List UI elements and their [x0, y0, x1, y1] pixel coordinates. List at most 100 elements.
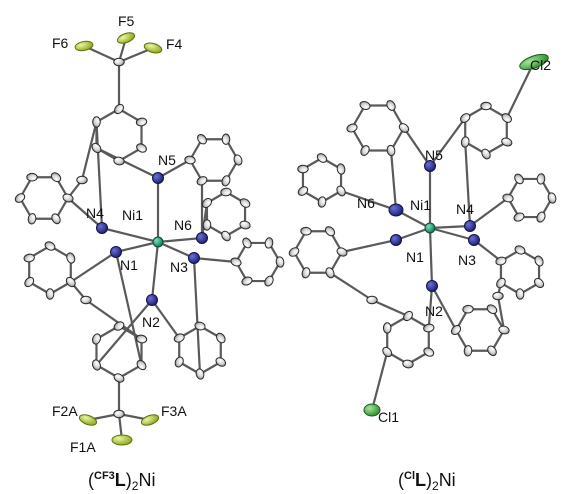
cf3-atom-c [135, 117, 148, 127]
cf3-atom-c [66, 252, 76, 264]
cf3-atom-c [197, 134, 207, 145]
cf3-bond [150, 298, 181, 340]
cf3-atom-n [110, 246, 122, 258]
label-N4: N4 [86, 205, 104, 221]
cf3-atom-f [74, 40, 94, 52]
caption-metal: Ni [439, 470, 456, 490]
cf3-atom-c [201, 197, 213, 209]
cf3-bond [95, 120, 104, 230]
cl-atom-c [463, 345, 473, 357]
cl-atom-c [336, 247, 348, 257]
cl-atom-c [495, 256, 507, 266]
cf3-atom-c [275, 256, 285, 268]
cl-atom-c [398, 123, 410, 133]
cf3-atom-c [221, 133, 231, 145]
label-N5: N5 [158, 152, 176, 168]
cl-atom-c [481, 148, 491, 160]
cf3-atom-c [136, 143, 147, 153]
cf3-atom-c [194, 321, 206, 331]
cl-atom-c [533, 277, 545, 289]
cl-atom-n [388, 203, 404, 217]
cf3-atom-c [239, 198, 251, 208]
label-N6: N6 [357, 195, 375, 211]
cl-atom-c [515, 288, 525, 300]
cl-atom-cl [363, 403, 381, 417]
label-Cl1: Cl1 [378, 409, 399, 425]
cf3-bond [192, 256, 238, 264]
cl-bond [468, 196, 510, 228]
cf3-atom-c [215, 332, 226, 344]
label-Ni1: Ni1 [122, 207, 143, 223]
cl-atom-cl [519, 53, 549, 71]
cf3-atom-c [24, 276, 35, 288]
cf3-bond [156, 158, 192, 180]
cf3-atom-c [264, 237, 274, 249]
cl-atom-c [360, 145, 370, 156]
cl-atom-c [502, 193, 514, 203]
cf3-atom-c [195, 368, 205, 380]
cf3-atom-f [116, 32, 136, 44]
cf3-atom-c [242, 237, 252, 249]
cl-atom-c [386, 144, 396, 157]
cf3-atom-c [113, 409, 125, 419]
bonds-cf3 [18, 36, 282, 442]
caption-cl: (ClL)2Ni [398, 470, 456, 493]
caption-metal: Ni [138, 470, 155, 490]
cl-atom-c [336, 163, 346, 175]
cl-atom-c [325, 267, 335, 279]
cf3-atom-c [221, 230, 231, 242]
cf3-atom-c [91, 333, 101, 345]
cf3-bond [100, 226, 160, 244]
cf3-atom-c [221, 175, 231, 187]
cl-bond [430, 284, 458, 332]
caption-ligand: L [415, 470, 426, 490]
cf3-atom-c [174, 356, 184, 368]
cl-atom-c [288, 247, 300, 257]
cl-atom-c [297, 164, 309, 174]
cl-atom-c [301, 267, 311, 279]
label-Ni1: Ni1 [410, 197, 431, 213]
cf3-bond [95, 298, 154, 367]
cf3-atom-c [202, 219, 212, 231]
cf3-atom-c [113, 321, 125, 331]
cf3-atom-c [173, 333, 185, 343]
caption-open: ( [398, 470, 404, 490]
cl-atom-c [403, 310, 413, 322]
cf3-atom-c [241, 276, 253, 286]
cf3-atom-f [78, 414, 98, 426]
cf3-atom-c [135, 334, 148, 344]
cf3-atom-f [111, 434, 133, 446]
cf3-bond [114, 240, 160, 254]
label-F2A: F2A [52, 403, 78, 419]
cf3-atom-c [51, 213, 61, 225]
cl-bond [427, 284, 434, 330]
cl-atom-c [382, 346, 393, 358]
cf3-atom-c [113, 156, 125, 166]
cl-atom-c [346, 123, 358, 133]
cf3-atom-c [26, 172, 38, 182]
cl-atom-c [366, 295, 378, 305]
cf3-atom-c [233, 154, 243, 166]
label-F3A: F3A [161, 403, 187, 419]
label-F4: F4 [166, 36, 183, 52]
caption-open: ( [88, 470, 94, 490]
cl-atom-c [386, 100, 396, 111]
cl-atom-c [536, 211, 546, 223]
caption-sub: 2 [132, 479, 139, 493]
cl-atom-c [382, 322, 392, 334]
cf3-atom-c [196, 176, 208, 186]
caption-sup: Cl [404, 470, 415, 482]
cf3-atom-c [14, 193, 26, 203]
cl-atom-c [324, 226, 336, 237]
label-N3: N3 [458, 252, 476, 268]
cf3-atom-f [143, 42, 163, 54]
cf3-atom-c [27, 213, 37, 225]
cl-atom-ni [424, 222, 436, 234]
cf3-atom-c [62, 193, 74, 203]
cl-atom-c [513, 212, 525, 222]
cl-bond [428, 226, 434, 288]
cf3-bond [66, 196, 104, 230]
cl-atom-c [480, 101, 492, 111]
cl-atom-n [464, 220, 476, 232]
cf3-atom-c [113, 57, 125, 67]
